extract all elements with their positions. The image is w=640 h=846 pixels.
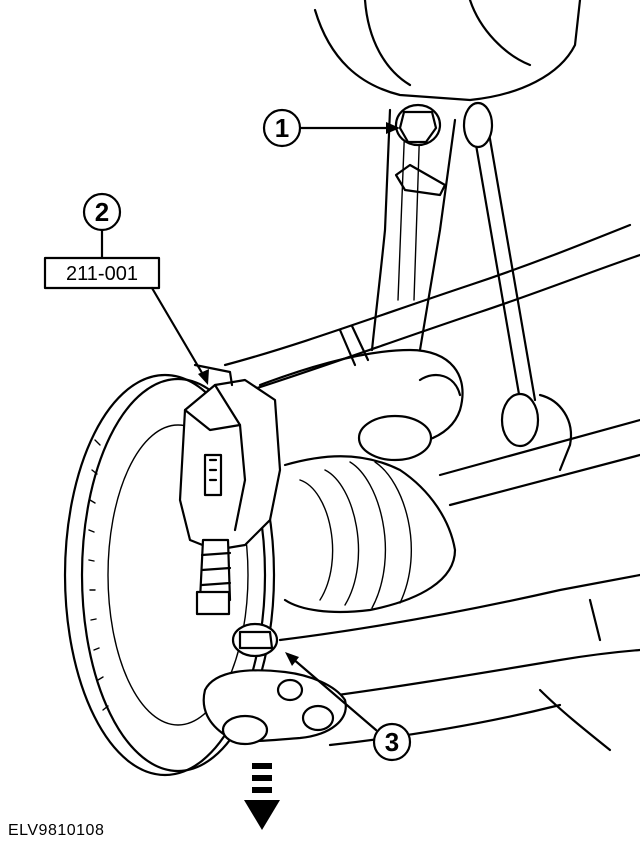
steering-knuckle <box>258 348 464 462</box>
strut-assembly <box>313 0 582 352</box>
callout-2: 2 211-001 <box>43 192 209 385</box>
figure-id: ELV9810108 <box>8 822 105 839</box>
cv-joint-boot <box>283 418 640 614</box>
removal-direction-arrow <box>244 763 280 830</box>
callout-3-number: 3 <box>385 727 399 757</box>
callout-1-number: 1 <box>275 113 289 143</box>
lower-ball-joint <box>202 622 347 746</box>
callout-2-number: 2 <box>95 197 109 227</box>
stabilizer-link <box>462 101 573 472</box>
callout-3: 3 <box>285 652 412 762</box>
lower-control-arm <box>278 573 640 752</box>
ball-joint-separator-tool <box>178 363 282 616</box>
tool-number-label: 211-001 <box>66 263 138 285</box>
stabilizer-bar <box>223 223 640 397</box>
callout-1: 1 <box>262 108 400 148</box>
brake-rotor <box>63 373 276 777</box>
